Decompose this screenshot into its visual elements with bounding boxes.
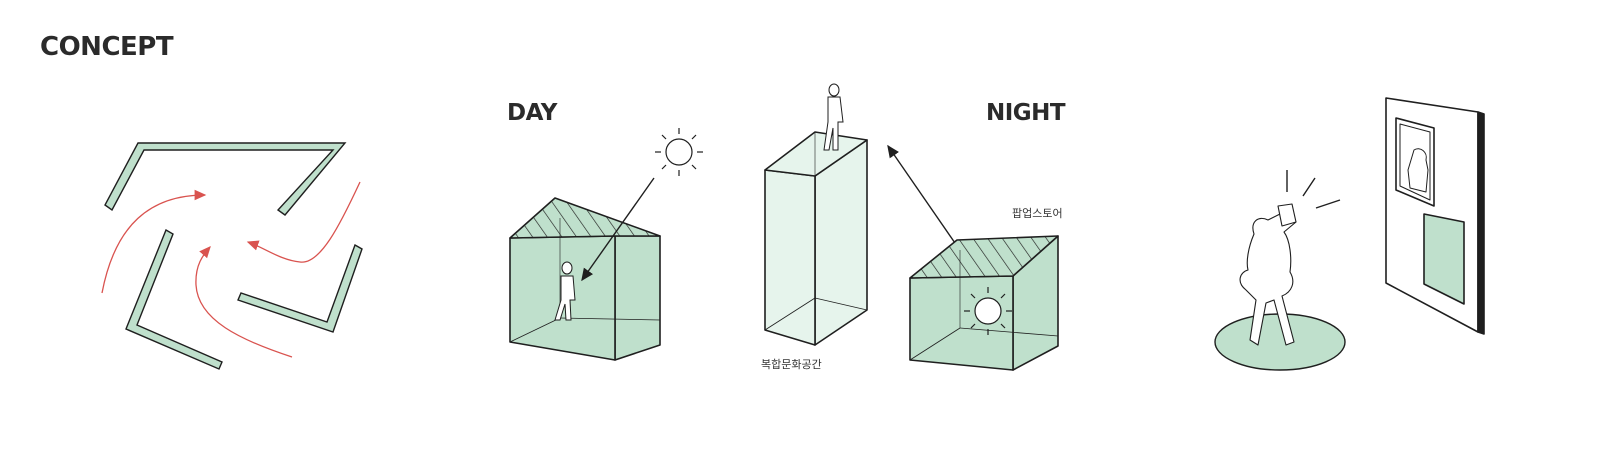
photo-person-figure — [1239, 203, 1297, 346]
culture-tower — [764, 131, 868, 346]
wall-top — [104, 142, 347, 216]
sunlight-arrow — [581, 177, 655, 282]
day-label: DAY — [507, 100, 557, 126]
wall-panel — [1385, 97, 1485, 335]
concept-title: CONCEPT — [40, 32, 174, 62]
pinwheel-plan — [104, 142, 363, 370]
flow-arrow — [101, 189, 207, 294]
green-panel — [1423, 213, 1465, 305]
flow-arrow — [246, 181, 361, 263]
person-figure — [554, 261, 576, 321]
photo-spot — [1214, 170, 1346, 371]
sun-icon — [655, 128, 703, 176]
night-house — [909, 235, 1059, 371]
flow-arrows — [101, 181, 361, 358]
popup-store-caption: 팝업스토어 — [1012, 207, 1063, 220]
culture-space-caption: 복합문화공간 — [761, 358, 822, 371]
person-figure — [823, 83, 844, 151]
framed-person — [1407, 148, 1429, 193]
wall-right — [237, 243, 363, 333]
night-label: NIGHT — [986, 100, 1066, 126]
sun-icon — [964, 287, 1012, 335]
day-house — [509, 197, 661, 361]
wall-left — [125, 228, 223, 370]
flow-arrow — [195, 246, 293, 358]
